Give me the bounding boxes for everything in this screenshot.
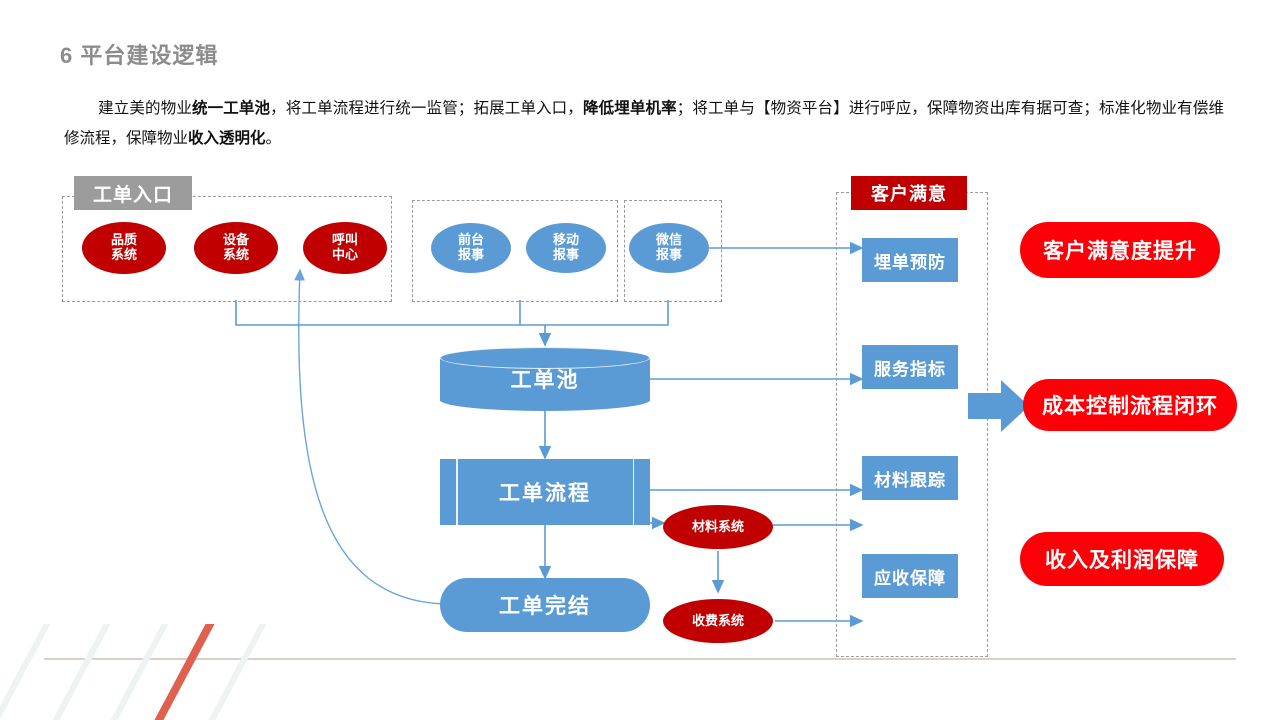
lead-seg-5: 收入透明化 <box>188 130 266 147</box>
wechat-group-box <box>624 200 722 302</box>
kpi-label: 埋单预防 <box>874 252 946 272</box>
node-mobile-report[interactable]: 移动 报事 <box>526 223 606 273</box>
kpi-receivable-guarantee[interactable]: 应收保障 <box>862 554 958 598</box>
node-work-order-complete[interactable]: 工单完结 <box>440 578 650 632</box>
node-label-line2: 中心 <box>331 247 358 262</box>
footer-divider <box>44 658 1236 660</box>
lead-paragraph: 建立美的物业统一工单池，将工单流程进行统一监管；拓展工单入口，降低埋单机率；将工… <box>64 94 1224 154</box>
kpi-prevent-underbilling[interactable]: 埋单预防 <box>862 238 958 282</box>
node-work-order-process[interactable]: 工单流程 <box>440 459 650 525</box>
lead-seg-1: 统一工单池 <box>191 100 271 117</box>
outcome-label: 客户满意度提升 <box>1043 240 1197 263</box>
node-label-line1: 设备 <box>222 232 249 248</box>
big-right-arrow-icon <box>968 380 1029 432</box>
node-label-line1: 微信 <box>655 232 682 248</box>
outcome-customer-satisfaction[interactable]: 客户满意度提升 <box>1020 222 1220 278</box>
outcome-label: 成本控制流程闭环 <box>1042 395 1218 418</box>
node-label-line2: 系统 <box>222 247 249 262</box>
node-label-line2: 报事 <box>552 247 579 262</box>
node-label: 工单完结 <box>499 595 591 618</box>
kpi-label: 服务指标 <box>874 359 946 379</box>
node-label-line1: 移动 <box>552 232 579 248</box>
kpi-material-tracking[interactable]: 材料跟踪 <box>862 456 958 500</box>
entry-group-tag: 工单入口 <box>74 176 192 210</box>
node-label-line2: 报事 <box>655 247 682 262</box>
entry-group-box <box>62 196 392 302</box>
node-label: 收费系统 <box>691 612 744 628</box>
node-label: 工单池 <box>510 369 580 392</box>
kpi-label: 应收保障 <box>874 568 946 588</box>
node-charging-system[interactable]: 收费系统 <box>663 599 773 643</box>
report-group-box <box>412 200 618 302</box>
node-label-line2: 系统 <box>110 247 137 262</box>
page-title: 6 平台建设逻辑 <box>60 43 219 68</box>
node-call-center[interactable]: 呼叫 中心 <box>303 222 387 274</box>
lead-seg-2: ，将工单流程进行统一监管；拓展工单入口， <box>270 100 583 117</box>
lead-seg-0: 建立美的物业 <box>98 100 192 117</box>
kpi-label: 材料跟踪 <box>874 470 946 490</box>
outcome-revenue-profit[interactable]: 收入及利润保障 <box>1020 532 1224 586</box>
cylinder-top <box>440 347 650 369</box>
node-frontdesk-report[interactable]: 前台 报事 <box>431 223 511 273</box>
node-work-order-pool[interactable]: 工单池 <box>440 347 650 411</box>
lead-seg-4: ；将工单与【物资平台】进行呼应，保障物资出库有据可查；标准化物业有偿维修流程，保… <box>64 100 1224 147</box>
cylinder-bottom <box>440 389 650 411</box>
node-quality-system[interactable]: 品质 系统 <box>82 222 166 274</box>
node-label-line1: 呼叫 <box>331 232 358 248</box>
outcome-cost-control[interactable]: 成本控制流程闭环 <box>1023 379 1237 431</box>
node-device-system[interactable]: 设备 系统 <box>194 222 278 274</box>
node-wechat-report[interactable]: 微信 报事 <box>629 223 709 273</box>
node-label: 材料系统 <box>691 518 744 534</box>
lead-seg-6: 。 <box>265 130 282 147</box>
node-label-line1: 品质 <box>110 232 137 248</box>
satisfaction-group-tag: 客户满意 <box>851 176 967 210</box>
node-label-line2: 报事 <box>457 247 484 262</box>
node-label: 工单流程 <box>499 482 591 505</box>
lead-seg-3: 降低埋单机率 <box>582 100 677 117</box>
kpi-service-metric[interactable]: 服务指标 <box>862 345 958 389</box>
outcome-label: 收入及利润保障 <box>1045 549 1199 572</box>
node-label-line1: 前台 <box>457 232 484 248</box>
node-material-system[interactable]: 材料系统 <box>663 505 773 549</box>
